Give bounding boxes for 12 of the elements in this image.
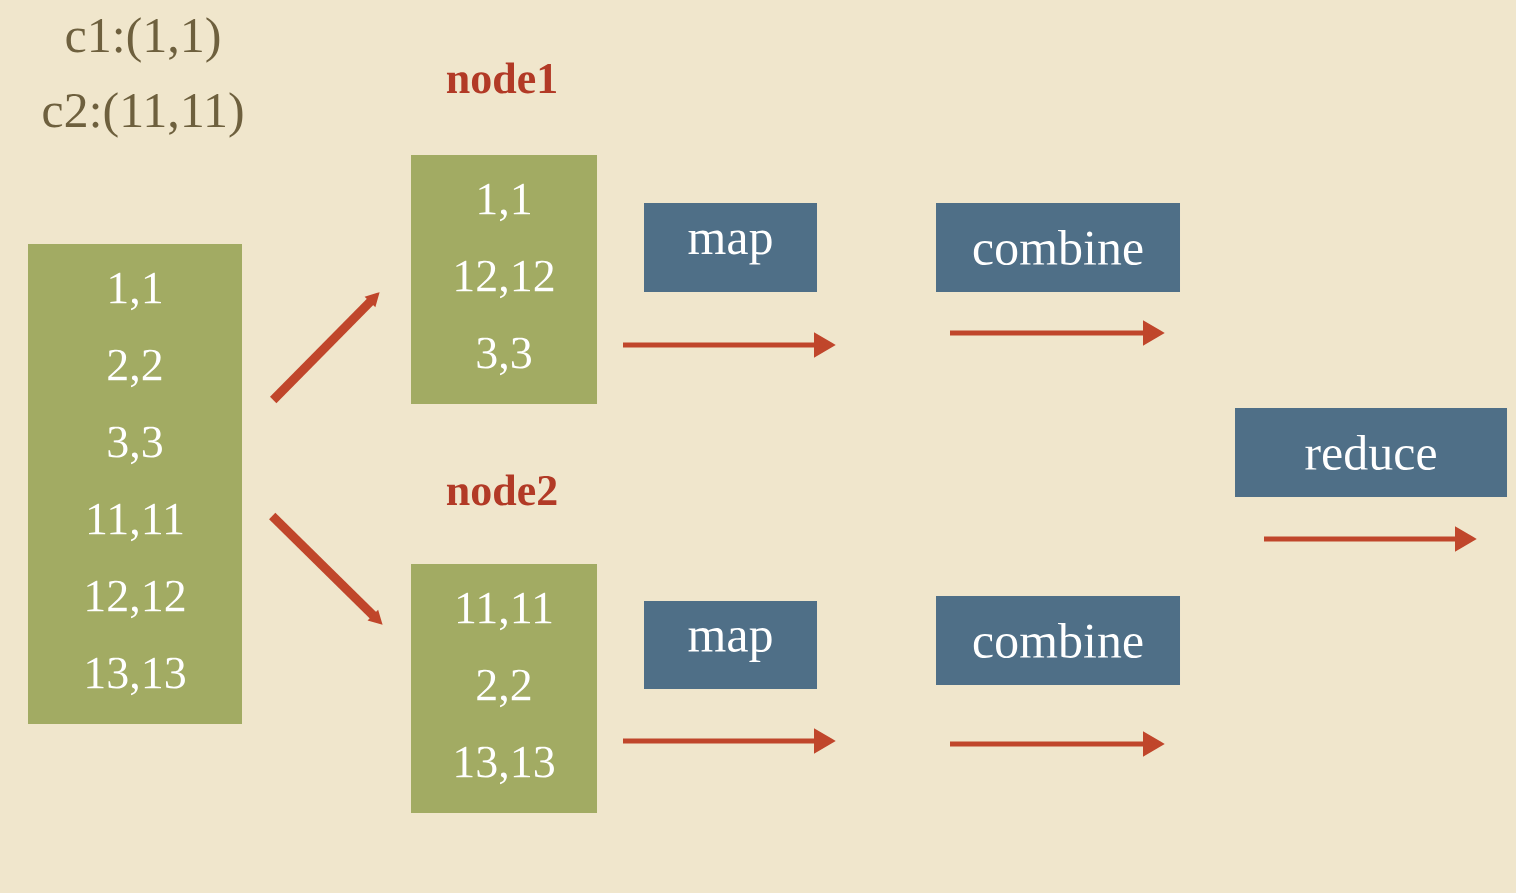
data-box: 1,1 12,12 3,3 <box>411 155 597 404</box>
step-box: combine <box>936 203 1180 292</box>
centroid-label: c2:(11,11) <box>43 92 243 138</box>
node-heading: node1 <box>446 62 556 94</box>
step-box: map <box>644 203 817 292</box>
centroid-label: c1:(1,1) <box>66 17 220 63</box>
step-box: combine <box>936 596 1180 685</box>
node-heading: node2 <box>446 474 557 506</box>
data-box: 11,11 2,2 13,13 <box>411 564 597 813</box>
step-box: map <box>644 601 817 689</box>
step-box: reduce <box>1235 408 1507 497</box>
data-box: 1,1 2,2 3,3 11,11 12,12 13,13 <box>28 244 242 724</box>
